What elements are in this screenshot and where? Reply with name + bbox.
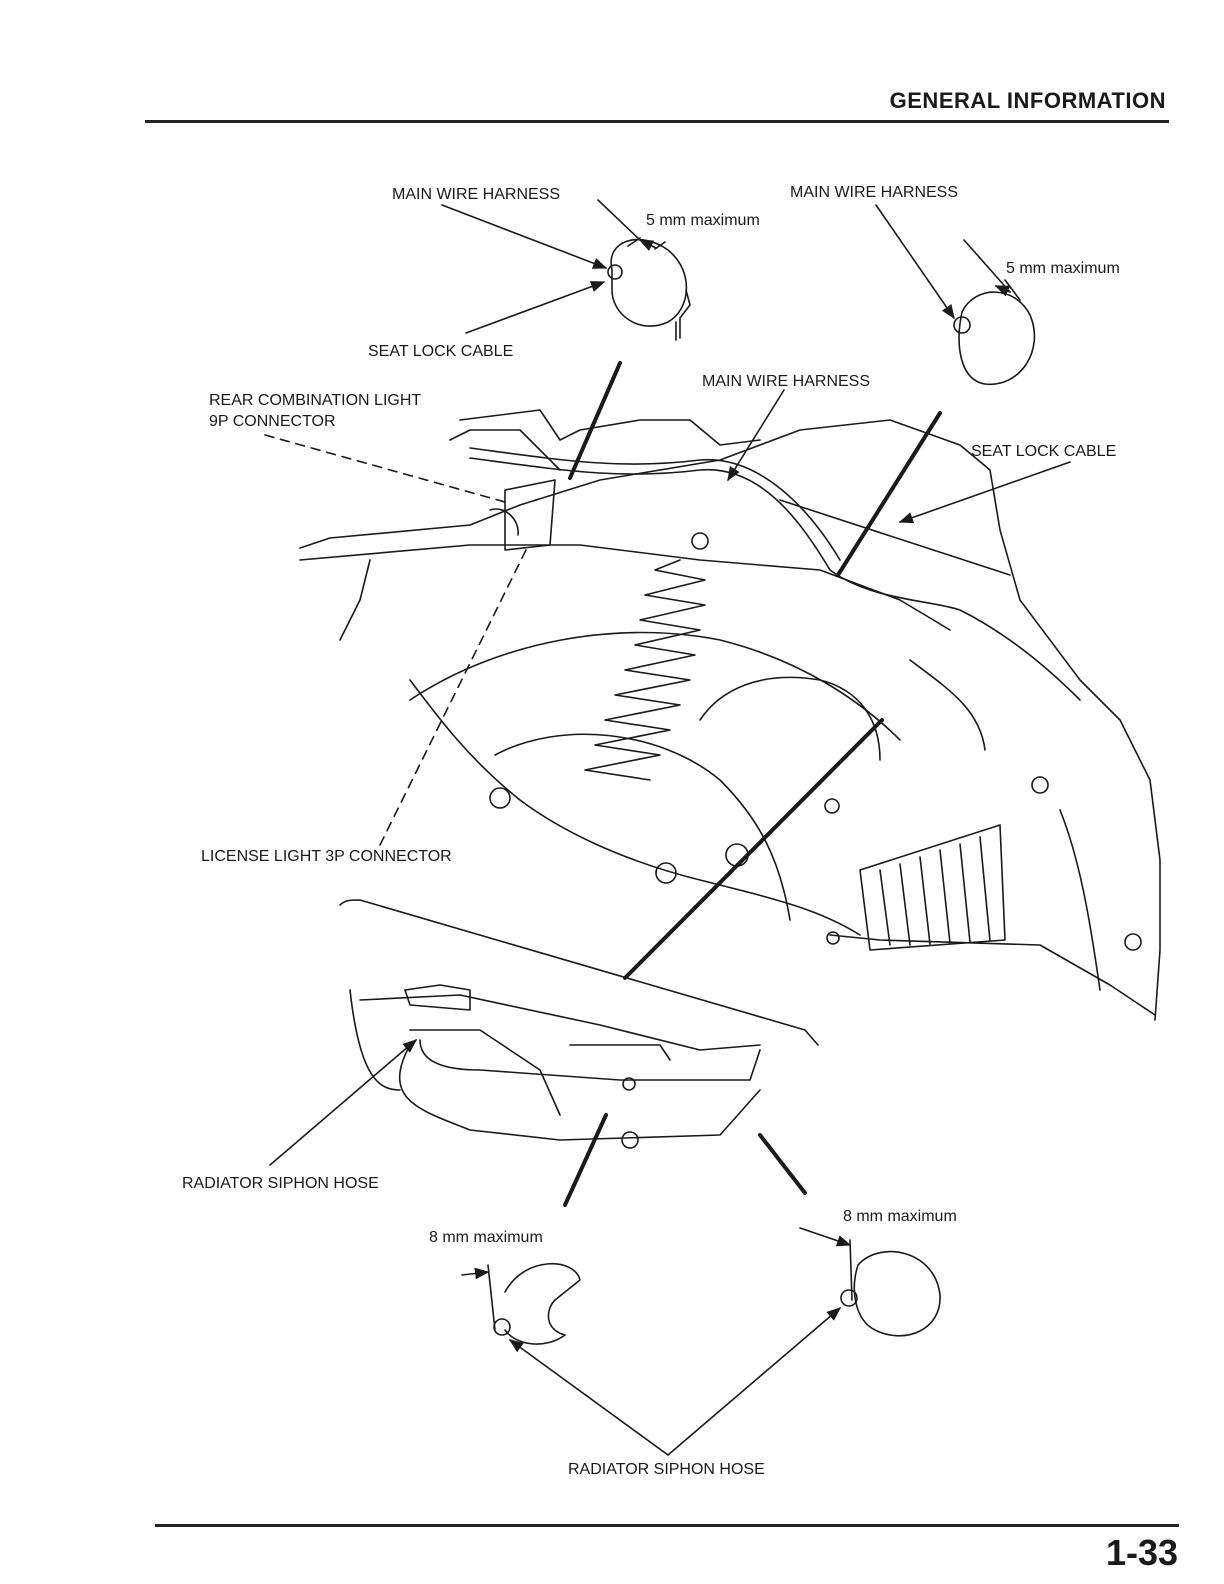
main-wire-harness-label-2: MAIN WIRE HARNESS: [790, 182, 958, 203]
callout-heavy-lines: [565, 363, 940, 1205]
seat-lock-cable-label-1: SEAT LOCK CABLE: [368, 341, 513, 362]
clamp-detail-top-right: [954, 280, 1034, 384]
eight-mm-maximum-label-1: 8 mm maximum: [429, 1227, 543, 1248]
clamp-detail-bottom-left: [488, 1264, 580, 1344]
license-light-connector-label: LICENSE LIGHT 3P CONNECTOR: [201, 846, 452, 867]
rear-combination-light-line1: REAR COMBINATION LIGHT: [209, 390, 421, 411]
footer-rule: [155, 1524, 1179, 1527]
scooter-frame-sketch: [300, 410, 1160, 1148]
eight-mm-maximum-label-2: 8 mm maximum: [843, 1206, 957, 1227]
clamp-detail-top-left: [608, 238, 690, 340]
rear-combination-light-line2: 9P CONNECTOR: [209, 411, 421, 432]
leader-lines: [270, 200, 1070, 1455]
dashed-leaders: [265, 435, 526, 845]
five-mm-maximum-label-2: 5 mm maximum: [1006, 258, 1120, 279]
radiator-siphon-hose-label-1: RADIATOR SIPHON HOSE: [182, 1173, 379, 1194]
seat-lock-cable-label-2: SEAT LOCK CABLE: [971, 441, 1116, 462]
page-number: 1-33: [1106, 1532, 1178, 1574]
rear-combination-light-label: REAR COMBINATION LIGHT 9P CONNECTOR: [209, 390, 421, 432]
main-wire-harness-label-3: MAIN WIRE HARNESS: [702, 371, 870, 392]
radiator-siphon-hose-label-2: RADIATOR SIPHON HOSE: [568, 1459, 765, 1480]
five-mm-maximum-label-1: 5 mm maximum: [646, 210, 760, 231]
main-wire-harness-label-1: MAIN WIRE HARNESS: [392, 184, 560, 205]
clamp-detail-bottom-right: [841, 1240, 940, 1336]
